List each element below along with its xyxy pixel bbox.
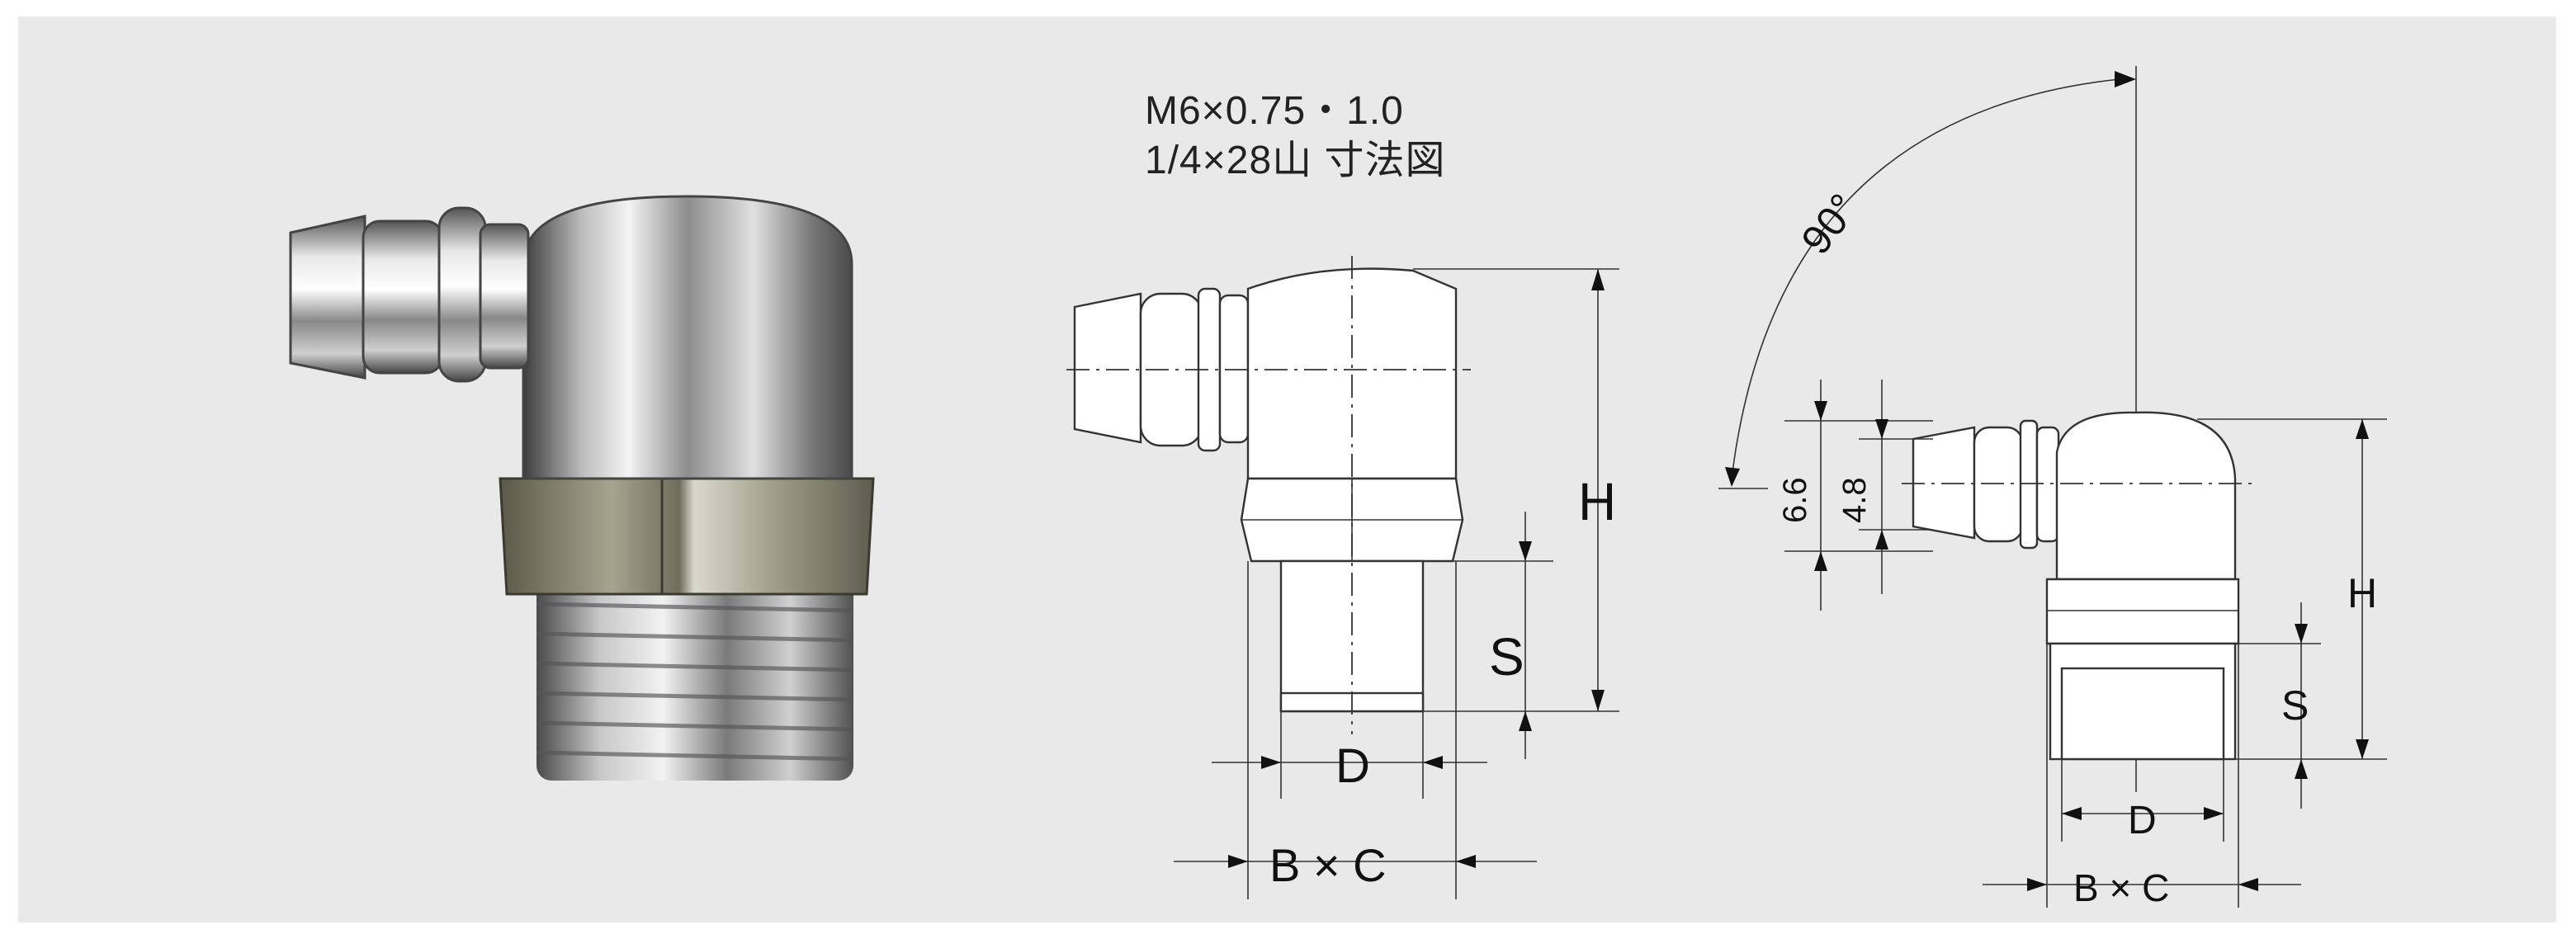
thread-length-label: S: [1489, 627, 1524, 687]
product-photo: [289, 195, 875, 781]
figure-panel: M6×0.75・1.0 1/4×28山 寸法図: [18, 17, 2556, 922]
title-line-2: 1/4×28山 寸法図: [1145, 139, 1446, 182]
front-view-drawing: H S D B × C: [1066, 256, 1619, 899]
dimension-drawings: H S D B × C: [1066, 66, 2387, 909]
hex-size-label-2: B × C: [2073, 866, 2169, 909]
angle-label: 90°: [1793, 185, 1868, 262]
outer-diameter-label: 6.6: [1777, 477, 1813, 523]
title-line-1: M6×0.75・1.0: [1145, 89, 1404, 133]
angle-view-drawing: 90°: [1718, 66, 2387, 909]
inner-diameter-label: 4.8: [1836, 477, 1873, 523]
height-label-2: H: [2347, 570, 2377, 616]
diameter-label: D: [1335, 739, 1370, 793]
thread-length-label-2: S: [2281, 682, 2309, 729]
diameter-label-2: D: [2128, 799, 2157, 842]
hex-size-label: B × C: [1269, 839, 1387, 891]
height-label: H: [1578, 472, 1616, 531]
